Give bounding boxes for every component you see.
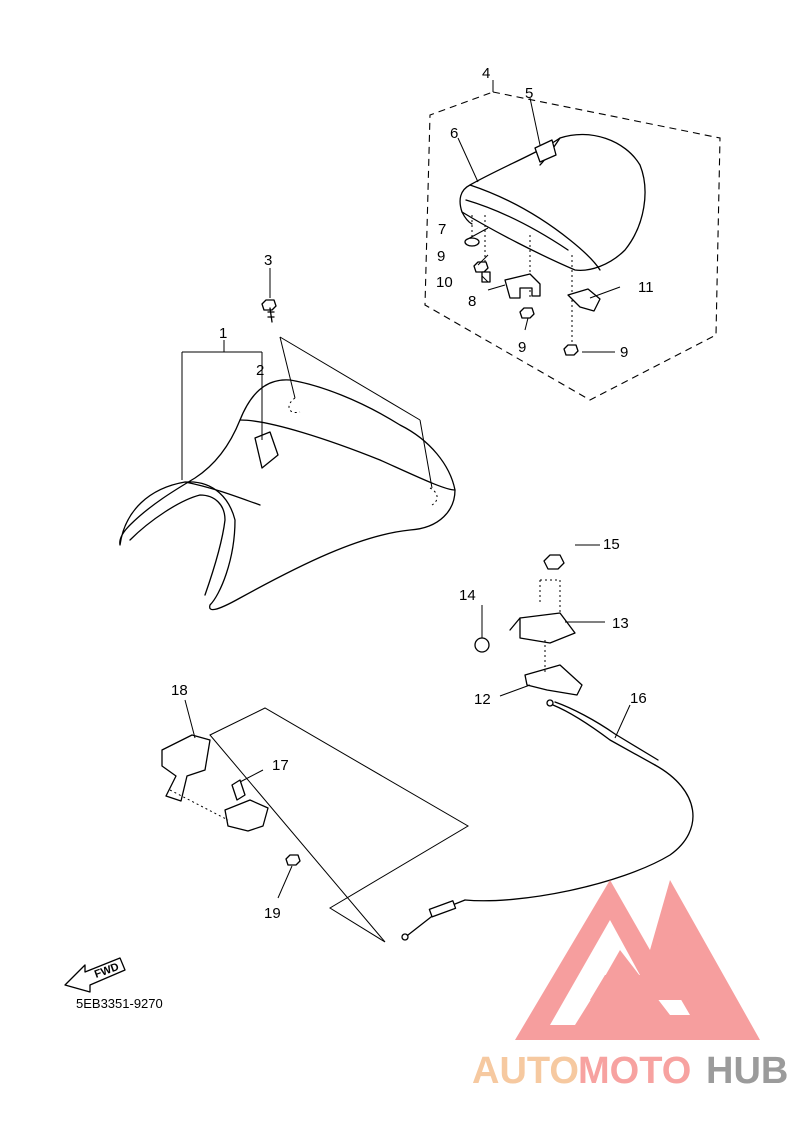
bolt-3 xyxy=(261,299,277,323)
callout-9c: 9 xyxy=(620,344,628,361)
callout-7: 7 xyxy=(438,221,446,238)
lock-bracket-parts xyxy=(161,699,301,899)
callout-4: 4 xyxy=(482,65,490,82)
part-code: 5EB3351-9270 xyxy=(76,996,163,1011)
callout-12: 12 xyxy=(474,691,491,708)
callout-17: 17 xyxy=(272,757,289,774)
front-seat-leaders xyxy=(181,268,433,489)
callout-1: 1 xyxy=(219,325,227,342)
callout-3: 3 xyxy=(264,252,272,269)
callout-8: 8 xyxy=(468,293,476,310)
cable-16 xyxy=(401,699,694,941)
automotohub-logo xyxy=(515,880,760,1040)
callout-10: 10 xyxy=(436,274,453,291)
callout-14: 14 xyxy=(459,587,476,604)
rear-seat-hardware xyxy=(464,215,601,356)
callout-13: 13 xyxy=(612,615,629,632)
seat-lock-assembly xyxy=(474,544,605,697)
callout-6: 6 xyxy=(450,125,458,142)
callout-9a: 9 xyxy=(437,248,445,265)
rear-seat xyxy=(459,133,646,271)
lock-bracket-outline xyxy=(209,707,469,943)
fwd-arrow-icon: FWD xyxy=(64,957,126,993)
callout-15: 15 xyxy=(603,536,620,553)
callout-9b: 9 xyxy=(518,339,526,356)
rear-seat-leaders xyxy=(457,80,621,353)
rear-seat-group-outline xyxy=(424,91,721,401)
callout-2: 2 xyxy=(256,362,264,379)
front-seat xyxy=(119,379,456,611)
callout-19: 19 xyxy=(264,905,281,922)
callout-18: 18 xyxy=(171,682,188,699)
watermark-auto: AUTO xyxy=(472,1050,579,1092)
callout-5: 5 xyxy=(525,85,533,102)
watermark-moto: MOTO xyxy=(578,1050,691,1092)
callout-16: 16 xyxy=(630,690,647,707)
callout-11: 11 xyxy=(638,279,654,296)
watermark-hub: HUB xyxy=(706,1050,788,1092)
